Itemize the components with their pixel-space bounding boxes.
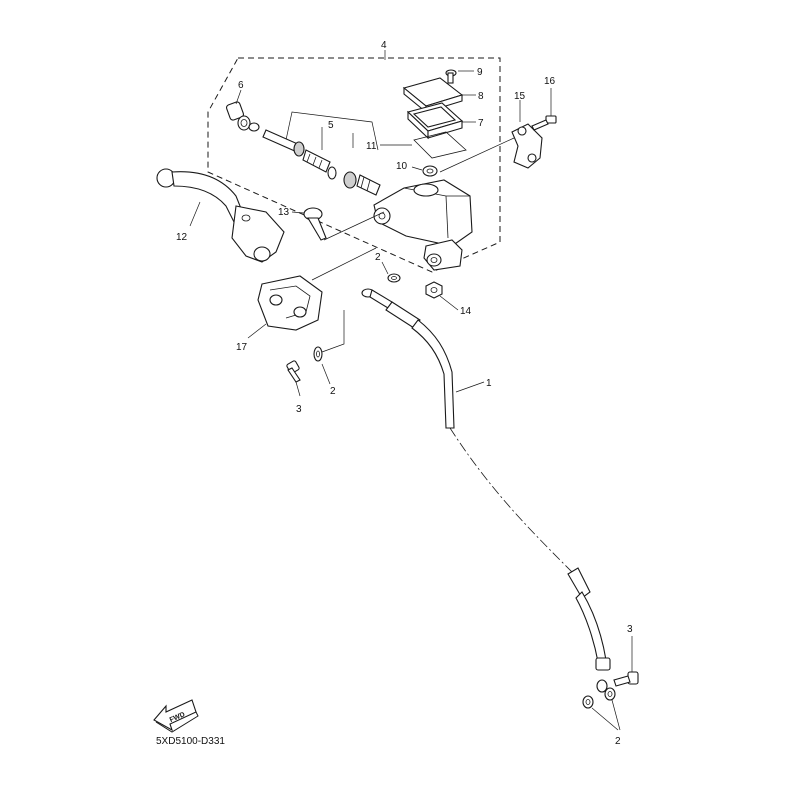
part-2-washers-lower [582, 687, 621, 731]
diagram-code: 5XD5100-D331 [156, 736, 225, 747]
callout-1: 1 [486, 378, 492, 389]
part-11-diaphragm [380, 131, 467, 159]
part-2-washer-upper [381, 261, 401, 283]
part-10-float [411, 165, 438, 177]
callout-2-upper: 2 [375, 252, 381, 263]
callout-5: 5 [328, 120, 334, 131]
part-6-cap [225, 89, 251, 131]
callout-11: 11 [366, 141, 377, 152]
callout-7: 7 [478, 118, 484, 129]
part-3-bolt-lower [613, 636, 639, 687]
callout-3-mid: 3 [296, 404, 302, 415]
part-14-nut [425, 281, 459, 311]
part-15-clamp [511, 100, 543, 169]
callout-17: 17 [236, 342, 248, 353]
callout-9: 9 [477, 67, 483, 78]
callout-2-lower: 2 [615, 736, 621, 747]
part-2-washer-mid [313, 346, 331, 385]
callout-3-lower: 3 [627, 624, 633, 635]
fwd-arrow-icon: FWD [153, 699, 199, 733]
part-1-hose [361, 288, 611, 693]
callout-8: 8 [478, 91, 484, 102]
callout-4: 4 [381, 40, 387, 51]
callout-13: 13 [278, 207, 290, 218]
callout-14: 14 [460, 306, 472, 317]
part-5-piston-kit [248, 111, 381, 196]
assembly-4-boundary [207, 57, 501, 273]
part-12-lever [156, 168, 285, 263]
callout-10: 10 [396, 161, 408, 172]
callout-2-mid: 2 [330, 386, 336, 397]
part-7-diaphragm-holder [406, 102, 476, 140]
part-9-screw [445, 69, 474, 84]
part-8-reservoir-cap [402, 77, 476, 114]
master-cylinder-body [373, 179, 473, 271]
part-17-switch [247, 275, 323, 339]
part-16-bolt [531, 88, 557, 131]
callout-6: 6 [238, 80, 244, 91]
part-13-pivot-bolt [291, 207, 327, 241]
callout-12: 12 [176, 232, 188, 243]
callout-16: 16 [544, 76, 556, 87]
part-3-bolt-mid [286, 360, 301, 397]
callout-15: 15 [514, 91, 526, 102]
